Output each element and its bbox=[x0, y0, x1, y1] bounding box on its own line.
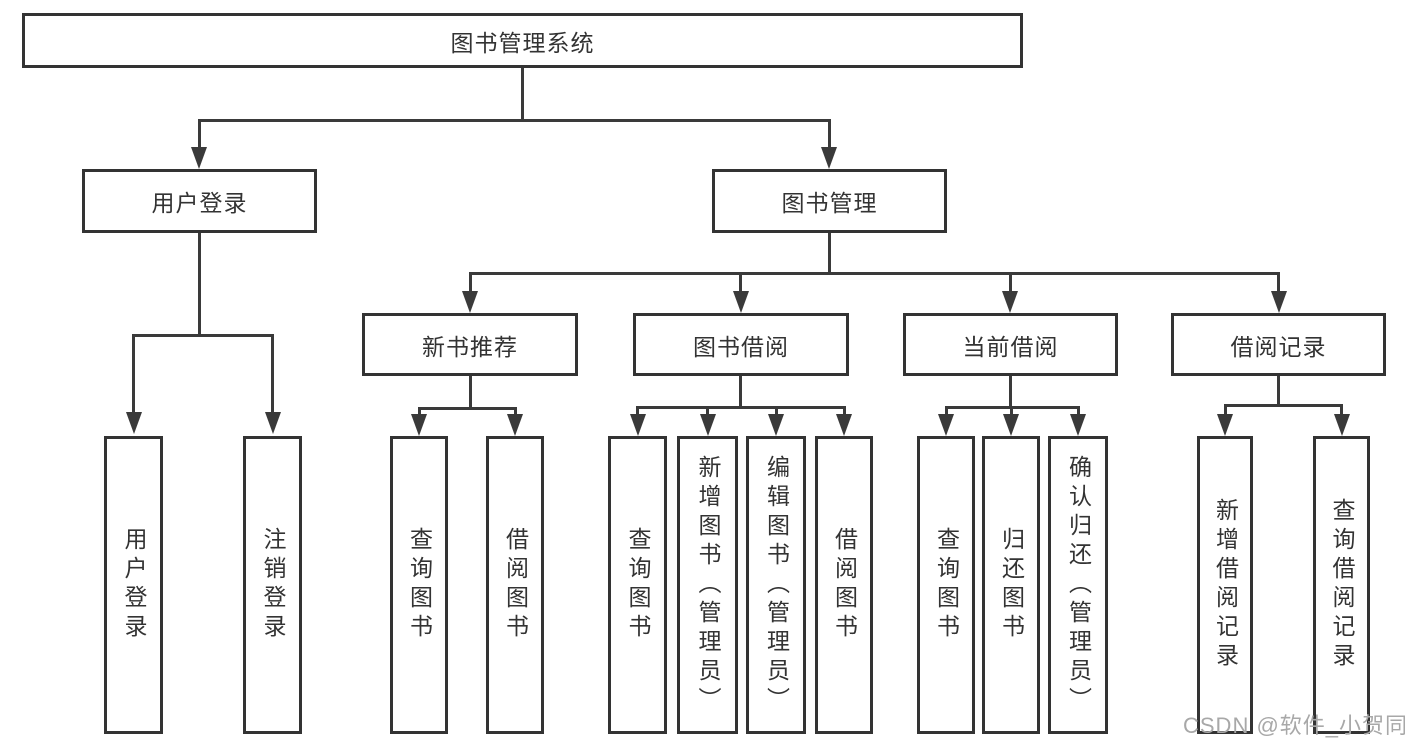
node-label: 新书推荐 bbox=[422, 333, 518, 360]
connector-drop bbox=[1340, 404, 1343, 416]
node-root-label: 图书管理系统 bbox=[450, 29, 595, 56]
leaf-return-books: 归还图书 bbox=[982, 436, 1040, 734]
node-current-borrow: 当前借阅 bbox=[903, 313, 1118, 376]
leaf-query-borrow-record: 查询借阅记录 bbox=[1313, 436, 1370, 734]
arrow-down-icon bbox=[1002, 291, 1018, 313]
connector-stem bbox=[827, 233, 831, 275]
arrow-down-icon bbox=[191, 147, 207, 169]
arrow-down-icon bbox=[699, 414, 716, 436]
leaf-borrow-books-recommend: 借阅图书 bbox=[486, 436, 544, 734]
connector-stem bbox=[520, 68, 524, 122]
arrow-down-icon bbox=[629, 414, 646, 436]
connector-drop bbox=[271, 334, 274, 414]
node-book-borrow: 图书借阅 bbox=[633, 313, 849, 376]
connector-drop bbox=[1076, 406, 1080, 416]
connector-drop bbox=[827, 119, 831, 149]
connector-branch bbox=[132, 334, 274, 337]
leaf-label: 归还图书 bbox=[998, 527, 1025, 643]
leaf-add-books-admin: 新增图书（管理员） bbox=[677, 436, 738, 734]
leaf-add-borrow-record: 新增借阅记录 bbox=[1197, 436, 1253, 734]
connector-stem bbox=[197, 233, 201, 337]
leaf-label: 借阅图书 bbox=[831, 527, 858, 643]
connector-drop bbox=[197, 119, 201, 149]
connector-drop bbox=[468, 272, 472, 294]
connector-drop bbox=[1277, 272, 1280, 294]
arrow-down-icon bbox=[507, 414, 523, 436]
node-label: 借阅记录 bbox=[1230, 333, 1327, 360]
node-borrow-records: 借阅记录 bbox=[1171, 313, 1386, 376]
node-book-management: 图书管理 bbox=[712, 169, 947, 233]
arrow-down-icon bbox=[732, 291, 749, 313]
arrow-down-icon bbox=[125, 412, 142, 434]
arrow-down-icon bbox=[1217, 414, 1233, 436]
node-label: 用户登录 bbox=[151, 190, 248, 216]
arrow-down-icon bbox=[938, 414, 954, 436]
connector-branch bbox=[197, 119, 831, 122]
arrow-down-icon bbox=[1070, 414, 1086, 436]
arrow-down-icon bbox=[836, 414, 852, 436]
csdn-watermark: CSDN @软件_小贺同学 bbox=[1183, 713, 1405, 738]
connector-stem bbox=[1008, 376, 1012, 408]
arrow-down-icon bbox=[1003, 414, 1019, 436]
leaf-label: 用户登录 bbox=[121, 527, 147, 643]
connector-branch bbox=[636, 406, 846, 409]
leaf-label: 查询图书 bbox=[625, 527, 651, 643]
node-label: 图书管理 bbox=[781, 190, 878, 216]
leaf-confirm-return-admin: 确认归还（管理员） bbox=[1048, 436, 1108, 734]
leaf-query-books-borrow: 查询图书 bbox=[608, 436, 667, 734]
leaf-label: 新增借阅记录 bbox=[1212, 498, 1239, 672]
connector-drop bbox=[1009, 406, 1013, 416]
connector-branch bbox=[468, 272, 1280, 275]
connector-drop bbox=[132, 334, 135, 414]
arrow-down-icon bbox=[411, 414, 427, 436]
node-user-login: 用户登录 bbox=[82, 169, 317, 233]
connector-stem bbox=[468, 376, 472, 409]
leaf-label: 注销登录 bbox=[260, 527, 286, 643]
connector-branch bbox=[417, 407, 517, 410]
leaf-user-login: 用户登录 bbox=[104, 436, 163, 734]
connector-drop bbox=[636, 406, 639, 416]
leaf-label: 查询图书 bbox=[406, 527, 433, 643]
connector-drop bbox=[739, 272, 742, 294]
connector-drop bbox=[842, 406, 846, 416]
node-label: 图书借阅 bbox=[693, 333, 789, 360]
leaf-label: 查询借阅记录 bbox=[1329, 498, 1355, 672]
connector-branch bbox=[1223, 404, 1343, 407]
leaf-edit-books-admin: 编辑图书（管理员） bbox=[746, 436, 806, 734]
node-new-book-recommend: 新书推荐 bbox=[362, 313, 578, 376]
arrow-down-icon bbox=[768, 414, 784, 436]
connector-drop bbox=[774, 406, 778, 416]
leaf-label: 新增图书（管理员） bbox=[695, 454, 721, 716]
arrow-down-icon bbox=[264, 412, 281, 434]
leaf-label: 查询图书 bbox=[933, 527, 960, 643]
connector-drop bbox=[1008, 272, 1012, 294]
leaf-label: 借阅图书 bbox=[502, 527, 529, 643]
leaf-query-books-current: 查询图书 bbox=[917, 436, 975, 734]
connector-stem bbox=[1277, 376, 1280, 406]
leaf-logout: 注销登录 bbox=[243, 436, 302, 734]
leaf-label: 确认归还（管理员） bbox=[1065, 454, 1092, 716]
connector-drop bbox=[513, 407, 517, 416]
arrow-down-icon bbox=[821, 147, 837, 169]
arrow-down-icon bbox=[462, 291, 478, 313]
arrow-down-icon bbox=[1333, 414, 1350, 436]
connector-drop bbox=[417, 407, 421, 416]
connector-drop bbox=[1223, 404, 1227, 416]
node-root: 图书管理系统 bbox=[22, 13, 1023, 68]
connector-stem bbox=[739, 376, 742, 408]
leaf-borrow-books: 借阅图书 bbox=[815, 436, 873, 734]
leaf-query-books-recommend: 查询图书 bbox=[390, 436, 448, 734]
arrow-down-icon bbox=[1270, 291, 1287, 313]
connector-drop bbox=[944, 406, 948, 416]
node-label: 当前借阅 bbox=[962, 333, 1059, 360]
leaf-label: 编辑图书（管理员） bbox=[763, 454, 790, 716]
connector-drop bbox=[706, 406, 709, 416]
